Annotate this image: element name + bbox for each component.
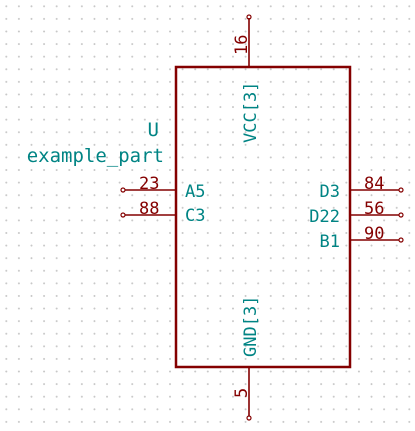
- pin-right-1[interactable]: 84 D3: [320, 174, 404, 202]
- pin-end-top: [246, 14, 252, 20]
- pin-right-2[interactable]: 56 D22: [309, 199, 404, 227]
- pin-bottom[interactable]: 5 GND[3]: [232, 296, 261, 421]
- component-body[interactable]: [174, 65, 352, 369]
- pin-end-left-2: [120, 212, 126, 218]
- pin-right-3[interactable]: 90 B1: [320, 224, 404, 252]
- pin-end-bottom: [246, 415, 252, 421]
- pin-number-right-2: 56: [364, 199, 384, 219]
- pin-end-left-1: [120, 187, 126, 193]
- pin-number-top: 16: [232, 35, 252, 55]
- pin-number-left-2: 88: [139, 199, 159, 219]
- pin-left-1[interactable]: 23 A5: [120, 174, 205, 202]
- pin-name-top: VCC[3]: [241, 82, 261, 143]
- pin-name-left-2: C3: [185, 206, 205, 226]
- pin-top[interactable]: 16 VCC[3]: [232, 14, 261, 143]
- pin-left-2[interactable]: 88 C3: [120, 199, 205, 226]
- pin-end-right-2: [398, 212, 404, 218]
- pin-number-bottom: 5: [232, 388, 252, 398]
- pin-name-bottom: GND[3]: [241, 296, 261, 357]
- pin-name-right-2: D22: [309, 207, 340, 227]
- reference-designator[interactable]: U: [148, 119, 159, 141]
- pin-number-left-1: 23: [139, 174, 159, 194]
- pin-name-right-3: B1: [320, 232, 340, 252]
- part-value[interactable]: example_part: [27, 145, 164, 167]
- pin-name-left-1: A5: [185, 182, 205, 202]
- pin-end-right-1: [398, 187, 404, 193]
- pin-name-right-1: D3: [320, 182, 340, 202]
- pin-number-right-3: 90: [364, 224, 384, 244]
- pin-number-right-1: 84: [364, 174, 384, 194]
- pin-end-right-3: [398, 237, 404, 243]
